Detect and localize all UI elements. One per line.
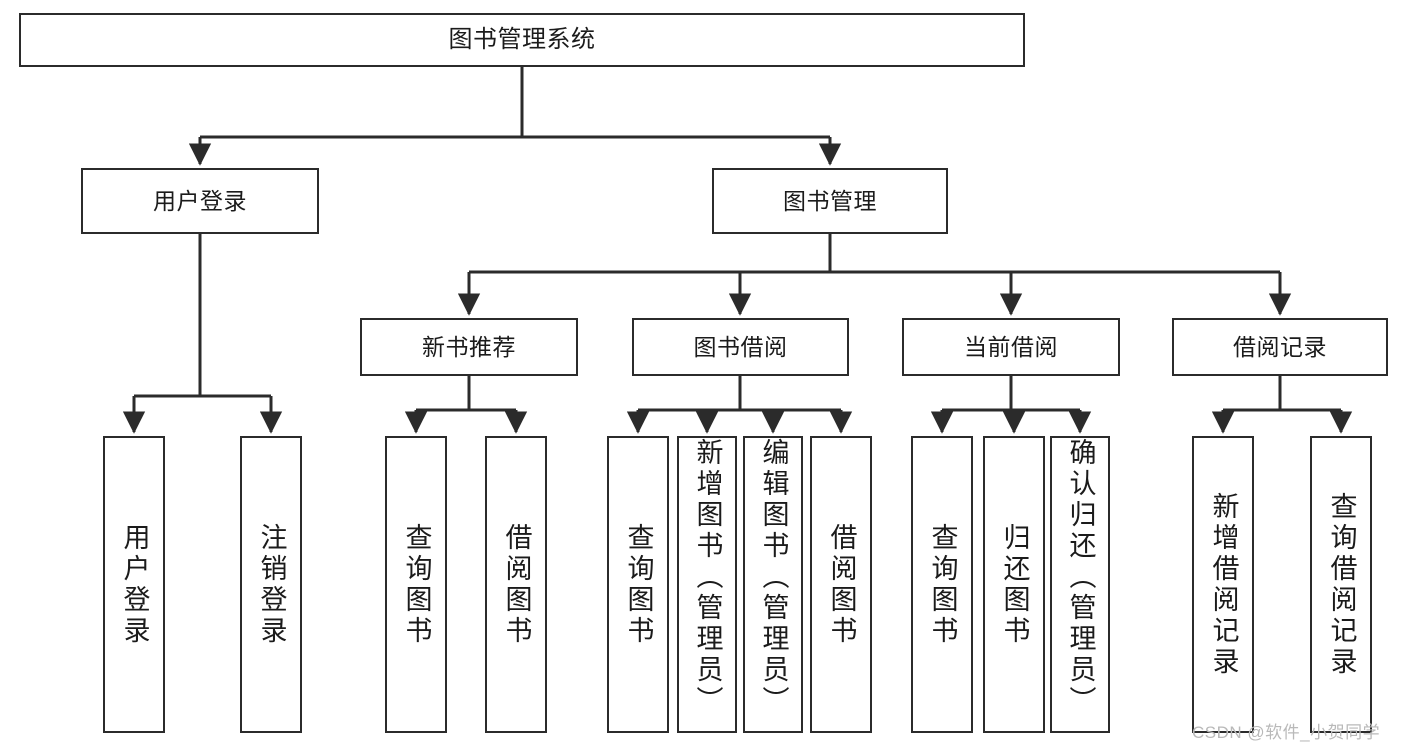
node-book-manage[interactable]: 图书管理 bbox=[712, 168, 948, 234]
node-borrow-record[interactable]: 借阅记录 bbox=[1172, 318, 1388, 376]
node-user-login[interactable]: 用户登录 bbox=[81, 168, 319, 234]
node-leaf-add-borrow-record[interactable]: 新增借阅记录 bbox=[1192, 436, 1254, 733]
node-leaf-query-book-2-label: 查询图书 bbox=[623, 522, 654, 647]
node-leaf-edit-book-admin-label: 编辑图书（管理员） bbox=[758, 438, 789, 717]
node-leaf-logout-login-label: 注销登录 bbox=[256, 522, 287, 647]
node-book-manage-label: 图书管理 bbox=[783, 187, 877, 214]
node-leaf-add-borrow-record-label: 新增借阅记录 bbox=[1208, 491, 1239, 678]
node-leaf-add-book-admin[interactable]: 新增图书（管理员） bbox=[677, 436, 737, 733]
node-leaf-add-book-admin-label: 新增图书（管理员） bbox=[692, 438, 723, 717]
node-leaf-return-book[interactable]: 归还图书 bbox=[983, 436, 1045, 733]
node-leaf-return-book-label: 归还图书 bbox=[999, 522, 1030, 647]
node-leaf-edit-book-admin[interactable]: 编辑图书（管理员） bbox=[743, 436, 803, 733]
node-leaf-query-book-3-label: 查询图书 bbox=[927, 522, 958, 647]
node-book-borrow-label: 图书借阅 bbox=[693, 333, 788, 360]
node-leaf-query-book-2[interactable]: 查询图书 bbox=[607, 436, 669, 733]
node-root[interactable]: 图书管理系统 bbox=[19, 13, 1025, 67]
node-current-borrow-label: 当前借阅 bbox=[964, 333, 1058, 360]
node-leaf-borrow-book-1-label: 借阅图书 bbox=[501, 522, 532, 647]
node-leaf-confirm-return-admin-label: 确认归还（管理员） bbox=[1065, 438, 1096, 717]
node-new-book-recommend-label: 新书推荐 bbox=[422, 333, 516, 360]
node-leaf-query-book-3[interactable]: 查询图书 bbox=[911, 436, 973, 733]
node-root-label: 图书管理系统 bbox=[448, 26, 596, 54]
node-leaf-query-borrow-record-label: 查询借阅记录 bbox=[1326, 491, 1357, 678]
node-leaf-query-borrow-record[interactable]: 查询借阅记录 bbox=[1310, 436, 1372, 733]
node-leaf-user-login-label: 用户登录 bbox=[119, 522, 150, 647]
node-leaf-borrow-book-2-label: 借阅图书 bbox=[826, 522, 857, 647]
node-leaf-query-book-1[interactable]: 查询图书 bbox=[385, 436, 447, 733]
node-current-borrow[interactable]: 当前借阅 bbox=[902, 318, 1120, 376]
node-leaf-logout-login[interactable]: 注销登录 bbox=[240, 436, 302, 733]
node-leaf-borrow-book-1[interactable]: 借阅图书 bbox=[485, 436, 547, 733]
node-new-book-recommend[interactable]: 新书推荐 bbox=[360, 318, 578, 376]
node-borrow-record-label: 借阅记录 bbox=[1233, 333, 1327, 360]
node-leaf-confirm-return-admin[interactable]: 确认归还（管理员） bbox=[1050, 436, 1110, 733]
node-leaf-user-login[interactable]: 用户登录 bbox=[103, 436, 165, 733]
csdn-watermark: CSDN @软件_小贺同学 bbox=[1192, 723, 1381, 742]
node-book-borrow[interactable]: 图书借阅 bbox=[632, 318, 849, 376]
node-leaf-query-book-1-label: 查询图书 bbox=[401, 522, 432, 647]
node-user-login-label: 用户登录 bbox=[153, 187, 247, 214]
node-leaf-borrow-book-2[interactable]: 借阅图书 bbox=[810, 436, 872, 733]
